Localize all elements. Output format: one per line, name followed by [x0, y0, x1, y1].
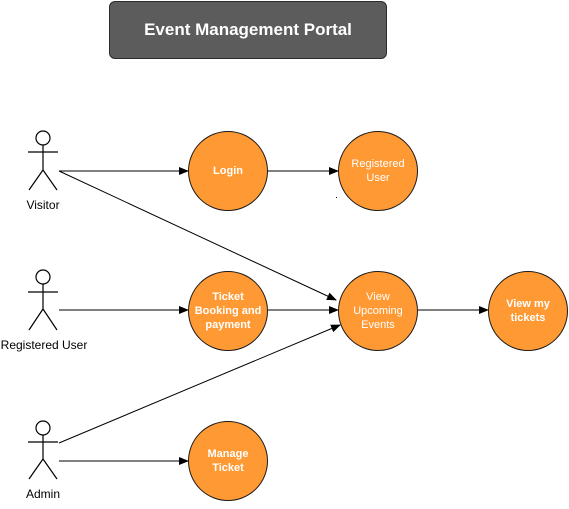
actor-registered-user-figure [28, 269, 58, 331]
use-case-view-upcoming-events: View Upcoming Events [338, 271, 418, 351]
stray-dot [336, 197, 337, 198]
use-case-view-my-tickets: View my tickets [488, 271, 568, 351]
actor-admin-figure [28, 420, 58, 480]
use-case-ticket-booking: Ticket Booking and payment [188, 271, 268, 351]
actor-admin-label: Admin [25, 487, 61, 501]
use-case-manage-ticket: Manage Ticket [188, 421, 268, 501]
actor-visitor-figure [28, 130, 58, 191]
edge-admin-view-events [58, 324, 341, 444]
actor-visitor-label: Visitor [26, 198, 60, 212]
diagram-title: Event Management Portal [109, 1, 387, 59]
actor-registered-user-label: Registered User [0, 338, 88, 352]
use-case-registered-user: Registered User [338, 131, 418, 211]
edge-visitor-view-events [58, 170, 337, 301]
use-case-login: Login [188, 131, 268, 211]
